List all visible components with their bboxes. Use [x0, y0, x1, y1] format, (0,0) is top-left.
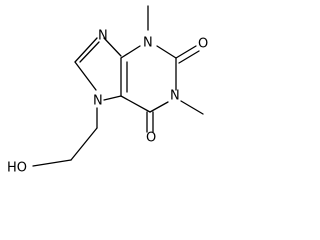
bond-ch2-oh — [32, 159, 72, 167]
bond-c8-n9-double — [74, 37, 98, 63]
atom-o6-label: O — [146, 131, 156, 146]
atom-n1-label: N — [170, 89, 180, 104]
chemical-structure-diagram: N N N N O O HO — [7, 5, 208, 176]
bond-n9-c4 — [103, 37, 122, 57]
bond-c2-o2-b — [178, 50, 200, 64]
atom-labels: N N N N O O HO — [7, 29, 208, 176]
bond-c8-n7 — [74, 61, 97, 91]
atom-o2-label: O — [198, 37, 208, 52]
atom-n3-label: N — [143, 36, 153, 51]
bond-n1-methyl — [180, 100, 204, 115]
bond-ch2-ch2 — [70, 127, 98, 161]
atom-hydroxyl-label: HO — [7, 161, 27, 176]
bond-c6-c5 — [120, 95, 151, 113]
atom-n7-label: N — [93, 94, 103, 109]
bonds — [32, 5, 204, 167]
bond-c8-n9-double-inner — [79, 41, 100, 63]
bond-c4-n3 — [120, 45, 141, 59]
atom-n9-label: N — [98, 29, 108, 44]
bond-n3-c2 — [156, 45, 177, 59]
bond-c5-n7 — [103, 95, 122, 101]
bond-c2-o2-a — [175, 45, 197, 59]
bond-n1-c6 — [149, 101, 169, 113]
